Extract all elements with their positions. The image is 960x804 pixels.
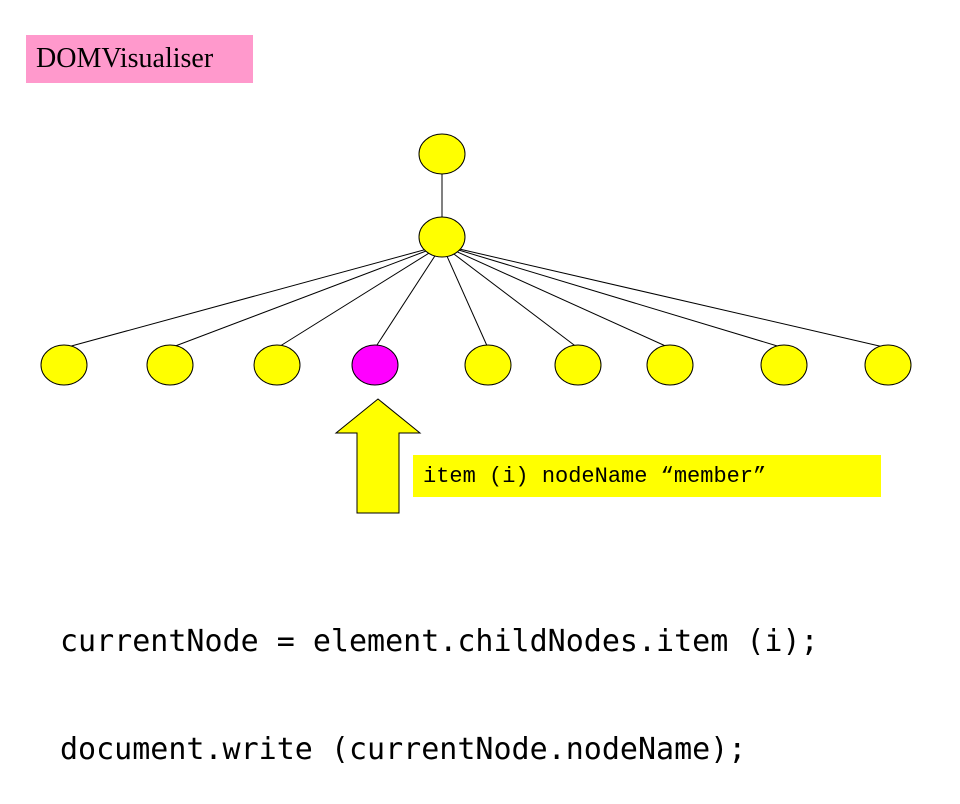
tree-nodes <box>40 133 912 386</box>
highlighted-child-node <box>351 344 399 386</box>
child-node-6 <box>554 344 602 386</box>
dom-tree-diagram <box>40 133 912 514</box>
tree-edges <box>63 174 889 349</box>
child-node-2 <box>146 344 194 386</box>
child-node-7 <box>646 344 694 386</box>
child-node-5 <box>464 344 512 386</box>
child-node-9 <box>864 344 912 386</box>
parent-node <box>418 216 466 258</box>
tree-edge-child-4 <box>374 244 443 349</box>
child-node-1 <box>40 344 88 386</box>
app-title: DOMVisualiser <box>26 35 253 83</box>
callout-label: item (i) nodeName “member” <box>413 455 881 497</box>
callout-label-text: item (i) nodeName “member” <box>423 463 767 489</box>
child-node-3 <box>253 344 301 386</box>
tree-edge-child-2 <box>169 244 443 349</box>
pointer-arrow <box>334 398 422 514</box>
child-node-8 <box>760 344 808 386</box>
tree-edge-child-1 <box>63 244 443 349</box>
tree-edge-child-7 <box>441 244 671 349</box>
tree-edge-child-5 <box>441 244 489 349</box>
app-title-text: DOMVisualiser <box>36 43 214 74</box>
code-block: currentNode = element.childNodes.item (i… <box>60 552 819 804</box>
tree-edge-child-3 <box>276 244 443 349</box>
tree-edge-child-6 <box>441 244 579 349</box>
code-line-2: document.write (currentNode.nodeName); <box>60 732 747 767</box>
root-node <box>418 133 466 175</box>
tree-edge-child-9 <box>441 244 889 349</box>
tree-edge-child-8 <box>441 244 785 349</box>
code-line-1: currentNode = element.childNodes.item (i… <box>60 624 819 659</box>
